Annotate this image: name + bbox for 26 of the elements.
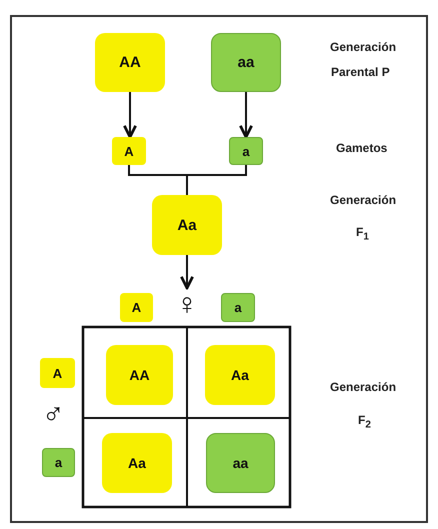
genotype-box: Aa [152, 195, 222, 255]
gamete-box: a [221, 293, 255, 322]
genotype-box: Aa [102, 433, 172, 493]
genotype-box: aa [206, 433, 275, 493]
gamete-box: A [40, 358, 75, 388]
gamete-box: A [112, 137, 146, 165]
stage-label: Parental P [331, 65, 390, 79]
stage-label: Generación [330, 380, 396, 394]
stage-label: Gametos [336, 141, 388, 155]
male-symbol: ♂ [42, 400, 64, 430]
gamete-box: a [229, 137, 263, 165]
stage-label: F$_{1}$ [356, 225, 369, 242]
genotype-box: AA [95, 33, 165, 92]
gamete-box: A [120, 293, 153, 322]
stage-label: Generación [330, 193, 396, 207]
female-symbol: ♀ [176, 288, 198, 322]
genotype-box: Aa [205, 345, 275, 405]
stage-label: Generación [330, 40, 396, 54]
arrow [180, 255, 194, 290]
stage-label: F$_{2}$ [358, 413, 371, 430]
genotype-box: aa [211, 33, 281, 92]
genotype-box: AA [106, 345, 173, 405]
arrow [239, 92, 253, 138]
gamete-box: a [42, 448, 75, 477]
bracket-line [186, 165, 247, 195]
arrow [123, 92, 137, 138]
